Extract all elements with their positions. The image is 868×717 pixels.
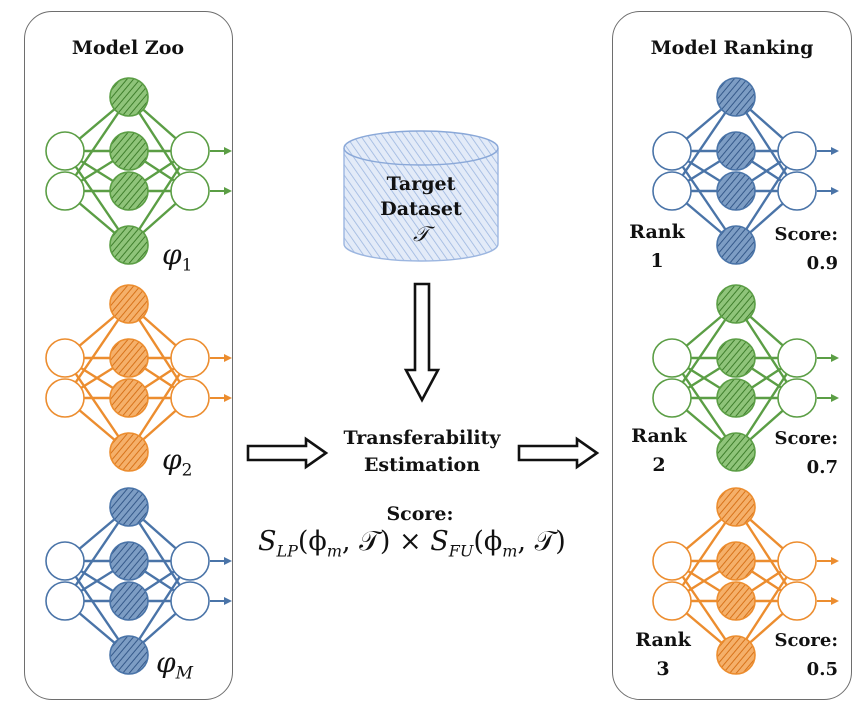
input-node <box>45 338 85 378</box>
output-node <box>777 378 817 418</box>
hidden-node <box>716 432 756 472</box>
right-arrow-into-estimation <box>246 436 329 470</box>
network-zoo-1 <box>45 77 232 265</box>
output-arrowhead <box>831 147 839 155</box>
output-node <box>170 541 210 581</box>
hidden-node <box>716 171 756 211</box>
hidden-node <box>716 225 756 265</box>
output-arrowhead <box>831 597 839 605</box>
input-node <box>652 171 692 211</box>
output-arrowhead <box>831 394 839 402</box>
score-formula: SLP(ϕm, 𝒯) × SFU(ϕm, 𝒯) <box>258 526 566 561</box>
model-zoo-title: Model Zoo <box>71 37 185 59</box>
model-label-1: φ1 <box>162 238 193 276</box>
hidden-node <box>716 487 756 527</box>
score-2-label: Score:0.7 <box>774 428 838 478</box>
hidden-node <box>109 338 149 378</box>
output-node <box>777 338 817 378</box>
network-zoo-3 <box>45 487 232 675</box>
output-node <box>170 131 210 171</box>
hidden-node <box>109 635 149 675</box>
output-node <box>777 581 817 621</box>
model-label-m: φM <box>156 646 194 684</box>
output-arrowhead <box>831 354 839 362</box>
hidden-node <box>109 284 149 324</box>
hidden-node <box>109 541 149 581</box>
output-node <box>170 171 210 211</box>
output-arrowhead <box>224 394 232 402</box>
output-arrowhead <box>224 557 232 565</box>
score-label: Score: <box>386 503 454 525</box>
down-arrow <box>403 282 441 403</box>
output-arrowhead <box>831 557 839 565</box>
output-node <box>777 171 817 211</box>
input-node <box>45 171 85 211</box>
model-zoo-panel <box>24 11 233 700</box>
input-node <box>652 541 692 581</box>
network-rank-1 <box>652 77 839 265</box>
output-node <box>777 131 817 171</box>
output-node <box>170 378 210 418</box>
hidden-node <box>109 581 149 621</box>
score-1-label: Score:0.9 <box>774 224 838 274</box>
output-arrowhead <box>831 187 839 195</box>
hidden-node <box>716 338 756 378</box>
input-node <box>652 581 692 621</box>
network-rank-3 <box>652 487 839 675</box>
model-ranking-panel <box>612 11 852 700</box>
network-zoo-2 <box>45 284 232 472</box>
input-node <box>652 338 692 378</box>
input-node <box>652 378 692 418</box>
model-ranking-title: Model Ranking <box>650 37 814 59</box>
target-dataset-cylinder <box>343 130 499 262</box>
hidden-node <box>109 487 149 527</box>
input-node <box>45 131 85 171</box>
hidden-node <box>716 541 756 581</box>
hidden-node <box>109 378 149 418</box>
hidden-node <box>109 131 149 171</box>
output-arrowhead <box>224 597 232 605</box>
output-node <box>170 581 210 621</box>
dataset-label: Target Dataset 𝒯 <box>380 173 462 246</box>
input-node <box>45 581 85 621</box>
input-node <box>45 541 85 581</box>
output-arrowhead <box>224 354 232 362</box>
transferability-estimation-label: Transferability Estimation <box>343 427 501 476</box>
hidden-node <box>109 171 149 211</box>
input-node <box>652 131 692 171</box>
score-3-label: Score:0.5 <box>774 630 838 680</box>
output-node <box>170 338 210 378</box>
output-arrowhead <box>224 147 232 155</box>
hidden-node <box>716 378 756 418</box>
hidden-node <box>716 131 756 171</box>
hidden-node <box>716 77 756 117</box>
hidden-node <box>109 77 149 117</box>
model-label-2: φ2 <box>162 443 193 481</box>
input-node <box>45 378 85 418</box>
output-node <box>777 541 817 581</box>
network-rank-2 <box>652 284 839 472</box>
hidden-node <box>109 432 149 472</box>
hidden-node <box>716 284 756 324</box>
hidden-node <box>109 225 149 265</box>
hidden-node <box>716 581 756 621</box>
right-arrow-to-ranking <box>517 436 600 470</box>
hidden-node <box>716 635 756 675</box>
output-arrowhead <box>224 187 232 195</box>
